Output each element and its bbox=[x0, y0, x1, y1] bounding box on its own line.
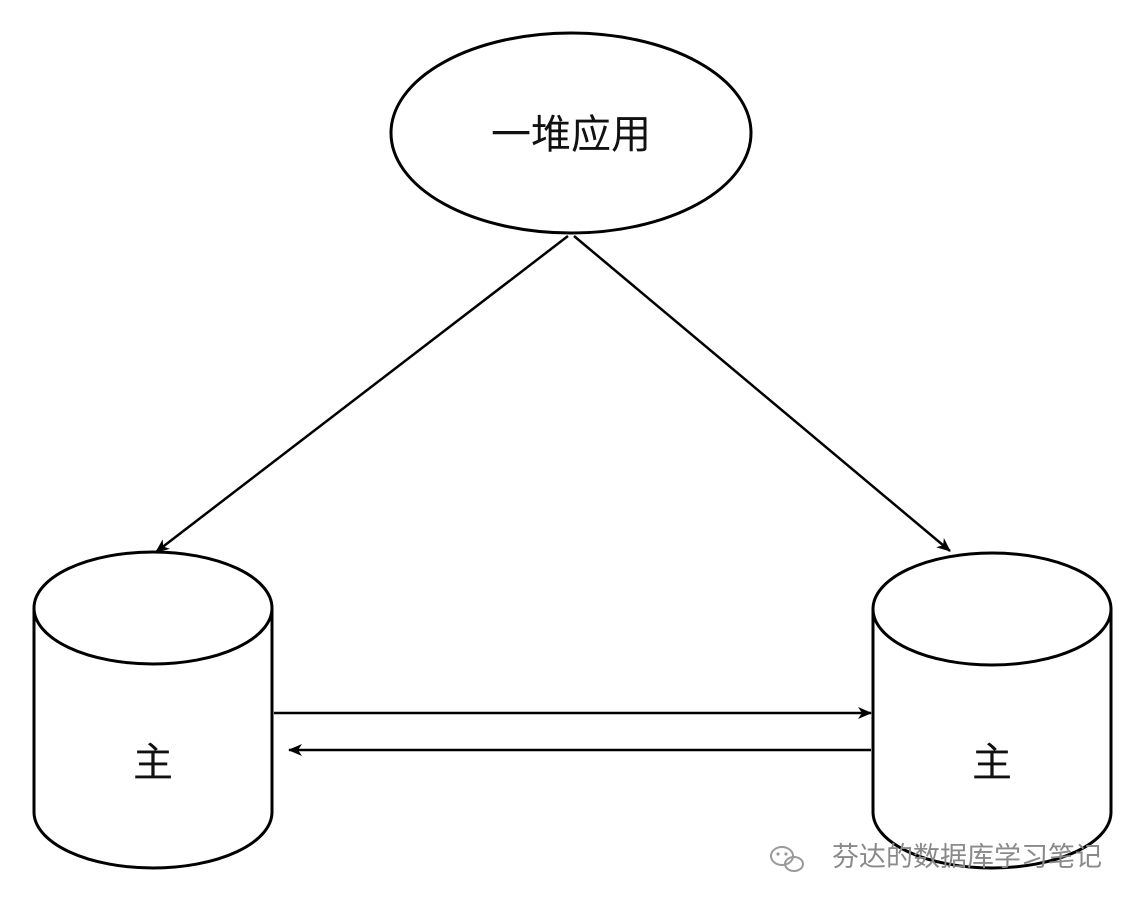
watermark-text: 芬达的数据库学习笔记 bbox=[832, 842, 1102, 873]
app-node: 一堆应用 bbox=[389, 31, 753, 235]
left-db-label: 主 bbox=[133, 740, 173, 786]
right-db-label: 主 bbox=[972, 740, 1012, 786]
left-db-node: 主 bbox=[32, 550, 274, 870]
right-db-top bbox=[871, 551, 1113, 667]
wechat-icon bbox=[770, 846, 804, 872]
left-db-top bbox=[32, 550, 274, 666]
app-label: 一堆应用 bbox=[491, 112, 651, 158]
app-to-left-db-arrow bbox=[155, 235, 569, 553]
watermark: 芬达的数据库学习笔记 bbox=[770, 842, 1102, 873]
app-ellipse bbox=[389, 31, 753, 235]
left-db-body bbox=[32, 608, 274, 870]
right-db-node: 主 bbox=[871, 551, 1113, 870]
app-to-right-db-arrow bbox=[573, 235, 951, 552]
right-db-body bbox=[871, 609, 1113, 870]
